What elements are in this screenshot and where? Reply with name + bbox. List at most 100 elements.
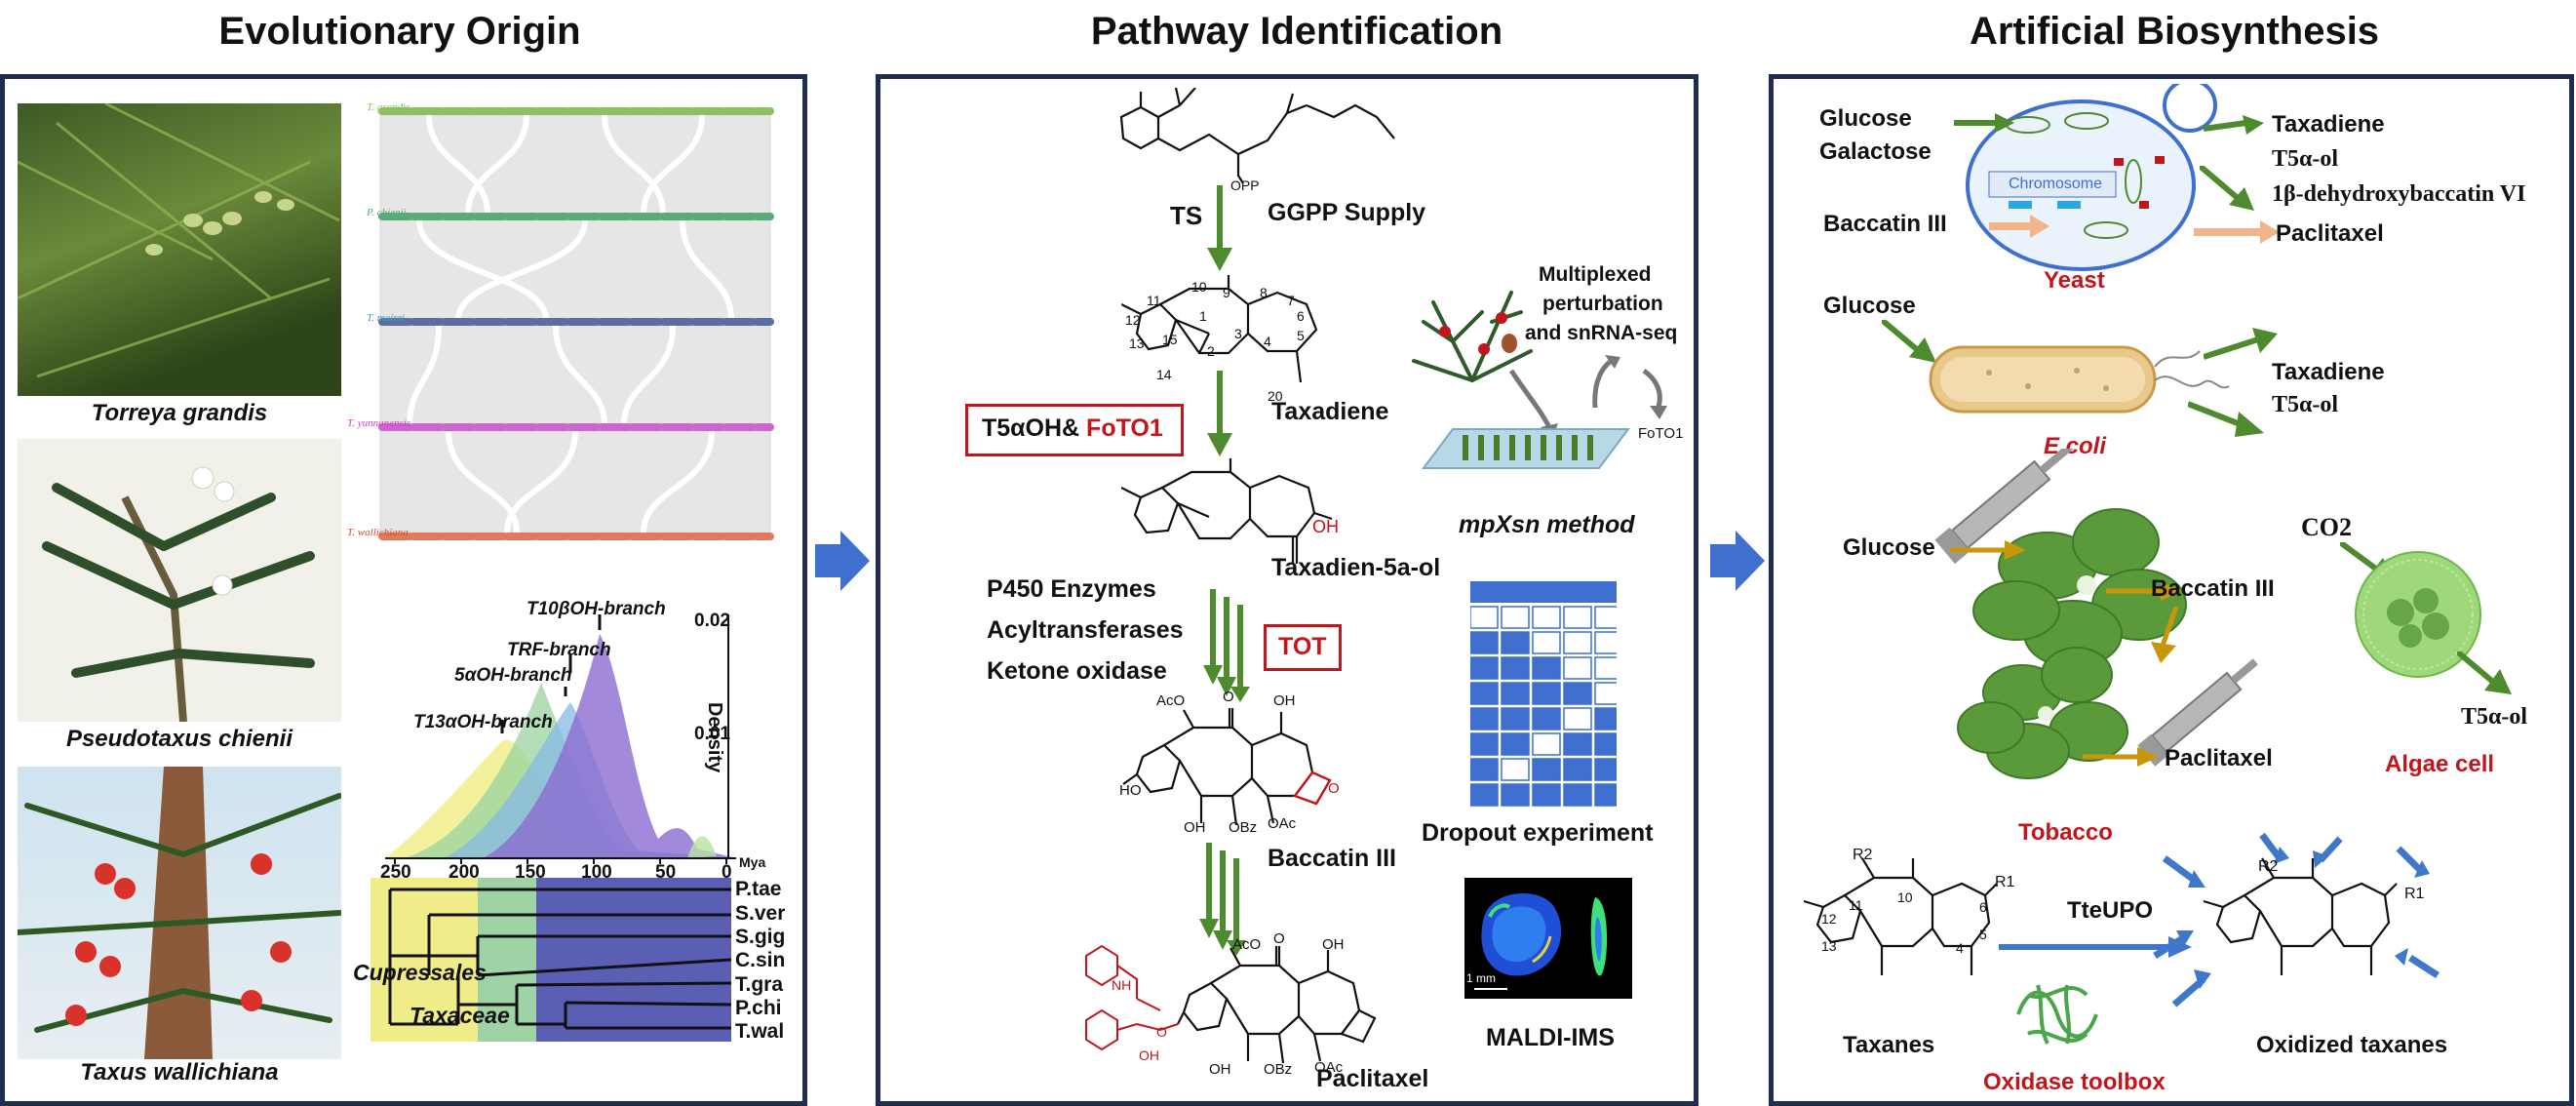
oh-red: OH bbox=[1312, 517, 1339, 536]
enzyme-acyl: Acyltransferases bbox=[987, 616, 1184, 644]
t5aoh-label: T5αOH& bbox=[982, 415, 1087, 442]
density-xtick-3: 150 bbox=[515, 862, 546, 883]
bac-o: O bbox=[1223, 689, 1234, 705]
ecoli-out-taxadiene: Taxadiene bbox=[2272, 359, 2385, 385]
pac-oac: OAc bbox=[1314, 1059, 1344, 1076]
dropout-cell bbox=[1594, 606, 1617, 629]
ecoli-input-glucose: Glucose bbox=[1823, 293, 1916, 319]
yeast-input-glucose: Glucose bbox=[1819, 105, 1912, 132]
arrow-algae-out bbox=[2457, 652, 2512, 694]
taxane-n10: 10 bbox=[1897, 889, 1913, 905]
taxon-5: T.gra bbox=[735, 973, 784, 996]
taxane-n11: 11 bbox=[1849, 897, 1863, 913]
atom-2: 2 bbox=[1207, 343, 1215, 359]
dropout-cell bbox=[1532, 707, 1561, 731]
dropout-cell bbox=[1594, 656, 1617, 680]
yeast-out-taxadiene: Taxadiene bbox=[2272, 111, 2385, 138]
pac-oh2: OH bbox=[1209, 1061, 1231, 1078]
dropout-cell bbox=[1532, 606, 1561, 629]
track-label-3: T. mairei bbox=[367, 312, 406, 324]
density-xtick-2: 200 bbox=[449, 862, 480, 883]
density-xtick-6: 0 bbox=[722, 862, 732, 883]
arrow-paclitaxel-out bbox=[2194, 220, 2280, 244]
title-pathway-identification: Pathway Identification bbox=[1090, 10, 1503, 53]
baccatin-structure bbox=[1122, 708, 1332, 826]
mpxsn-desc-1: Multiplexed bbox=[1539, 263, 1652, 286]
taxus-tree bbox=[18, 767, 341, 1059]
dropout-cell bbox=[1563, 732, 1592, 756]
atom-13: 13 bbox=[1129, 336, 1145, 351]
title-artificial-biosynthesis: Artificial Biosynthesis bbox=[1969, 10, 2380, 53]
dropout-cell bbox=[1501, 707, 1530, 731]
yeast-input-baccatin: Baccatin III bbox=[1823, 211, 1947, 237]
pac-oh1: OH bbox=[1322, 936, 1345, 953]
enzyme-ketone: Ketone oxidase bbox=[987, 657, 1167, 685]
branch-t13: T13αOH-branch bbox=[413, 712, 553, 732]
taxadiene-label: Taxadiene bbox=[1271, 398, 1389, 425]
pac-o-red: O bbox=[1156, 1024, 1167, 1040]
arrow-yeast-in bbox=[1954, 113, 2014, 133]
taxon-6: P.chi bbox=[735, 997, 782, 1019]
taxane-n13: 13 bbox=[1821, 938, 1837, 954]
bac-oh2: OH bbox=[1184, 819, 1206, 836]
taxadienol-structure bbox=[1121, 458, 1333, 564]
atom-3: 3 bbox=[1234, 326, 1242, 341]
baccatin-label: Baccatin III bbox=[1268, 845, 1396, 872]
arrow-tobacco-in bbox=[1950, 540, 2026, 560]
atom-5: 5 bbox=[1297, 328, 1305, 343]
dropout-cell bbox=[1563, 631, 1592, 654]
maldi-label: MALDI-IMS bbox=[1486, 1024, 1615, 1051]
tobacco-input-glucose: Glucose bbox=[1843, 534, 1935, 561]
dropout-cell bbox=[1470, 758, 1499, 781]
mpxsn-illustration bbox=[1412, 291, 1667, 469]
atom-12: 12 bbox=[1125, 312, 1141, 328]
dropout-cell bbox=[1470, 707, 1499, 731]
taxon-1: P.tae bbox=[735, 878, 782, 900]
arrow-to-pathway bbox=[815, 531, 870, 591]
pseudotaxus-photo bbox=[18, 439, 341, 722]
arrow-ecoli-out-1 bbox=[2204, 328, 2278, 360]
clade-taxaceae: Taxaceae bbox=[410, 1003, 510, 1028]
dropout-header-bar bbox=[1470, 581, 1617, 603]
bac-obz: OBz bbox=[1229, 819, 1258, 836]
t5aoh-foto1-box: T5αOH& FoTO1 bbox=[965, 404, 1184, 456]
maldi-image bbox=[1464, 878, 1632, 999]
yeast-out-dehydroxy: 1β-dehydroxybaccatin VI bbox=[2272, 181, 2526, 207]
foto1-small: FoTO1 bbox=[1638, 425, 1684, 442]
ox-r2: R2 bbox=[2258, 858, 2279, 875]
maldi-heatmap bbox=[1474, 893, 1608, 990]
taxane-r2: R2 bbox=[1853, 847, 1873, 863]
torreya-foliage bbox=[18, 103, 340, 378]
torreya-photo bbox=[18, 103, 341, 396]
taxon-2: S.ver bbox=[735, 902, 786, 925]
density-xtick-1: 250 bbox=[380, 862, 411, 883]
dropout-cell bbox=[1594, 783, 1617, 807]
ggpp-structure bbox=[1119, 88, 1395, 184]
pac-aco: AcO bbox=[1232, 936, 1262, 953]
algae-out-t5aol: T5α-ol bbox=[2461, 704, 2528, 730]
atom-7: 7 bbox=[1287, 293, 1295, 308]
phylo-tree bbox=[371, 878, 731, 1042]
arrow-yeast-out-2 bbox=[2200, 166, 2254, 211]
branch-t10: T10βOH-branch bbox=[527, 599, 666, 619]
taxane-r1: R1 bbox=[1995, 874, 2015, 890]
atom-10: 10 bbox=[1191, 279, 1207, 295]
dropout-label: Dropout experiment bbox=[1422, 819, 1654, 847]
arrow-triple-1 bbox=[1203, 589, 1250, 702]
dropout-cell bbox=[1532, 758, 1561, 781]
track-label-2: P. chienii bbox=[367, 207, 407, 218]
caption-torreya: Torreya grandis bbox=[91, 400, 268, 426]
arrow-yeast-out-1 bbox=[2204, 115, 2264, 135]
opp-label: OPP bbox=[1230, 178, 1260, 193]
bac-aco: AcO bbox=[1156, 692, 1186, 709]
atom-8: 8 bbox=[1260, 285, 1268, 300]
dropout-cell bbox=[1563, 707, 1592, 731]
clade-cupressales: Cupressales bbox=[353, 960, 487, 985]
dropout-cell bbox=[1470, 783, 1499, 807]
dropout-cell bbox=[1594, 758, 1617, 781]
dropout-cell bbox=[1563, 656, 1592, 680]
paclitaxel-label: Paclitaxel bbox=[1316, 1065, 1429, 1092]
dropout-cell bbox=[1563, 682, 1592, 705]
density-plot bbox=[385, 614, 736, 864]
dropout-cell bbox=[1501, 606, 1530, 629]
